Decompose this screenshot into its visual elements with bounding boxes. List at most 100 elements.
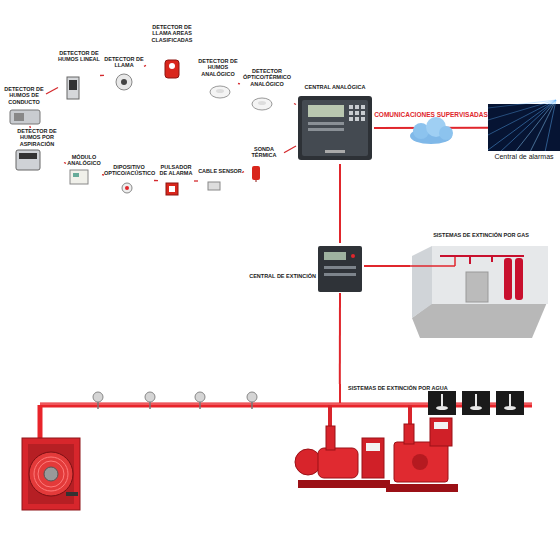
multi-detector-cap <box>258 101 266 105</box>
beam-detector-lens <box>69 80 77 90</box>
device-node: DETECTOR DE LLAMA <box>104 56 144 94</box>
sprinkler-photo <box>496 391 524 415</box>
gas-wire <box>454 256 456 266</box>
room-cabinet <box>466 272 488 302</box>
node-text: SISTEMAS DE EXTINCIÓN POR GAS <box>410 232 552 238</box>
sprinkler-photo-deflector <box>436 406 448 410</box>
node-text: DETECTOR DE LLAMA <box>104 56 144 69</box>
extinguishing-panel-display <box>324 252 346 260</box>
signal-line <box>339 164 341 243</box>
node-text: CENTRAL ANALÓGICA <box>296 84 374 90</box>
control-panel-display <box>308 105 344 117</box>
diesel-controller <box>430 418 452 446</box>
water-pipe <box>38 405 43 440</box>
water-pipe <box>40 403 532 408</box>
gas-cylinder <box>515 258 523 300</box>
key <box>361 117 365 121</box>
control-panel-strip <box>308 122 344 125</box>
light-ray <box>500 100 556 152</box>
loop-wire <box>46 88 58 95</box>
sprinkler <box>145 392 155 402</box>
control-panel-badge <box>325 150 345 153</box>
room-side-wall <box>412 246 432 318</box>
pump-base <box>386 484 458 492</box>
loop-wire <box>238 83 240 85</box>
loop-wire <box>294 104 296 105</box>
device-node: PULSADOR DE ALARMA <box>158 164 194 198</box>
node-text: DETECTOR DE HUMOS POR ASPIRACIÓN <box>10 128 64 147</box>
control-panel-strip <box>308 128 344 131</box>
sprinkler-stem <box>251 402 253 409</box>
light-ray <box>488 100 556 108</box>
room-back-wall <box>432 246 548 304</box>
loop-wire <box>100 75 104 76</box>
loop-wire <box>194 180 198 181</box>
extinguishing-panel-strip <box>324 273 356 276</box>
node-text: CABLE SENSOR <box>198 168 242 174</box>
key <box>349 105 353 109</box>
extinguishing-panel: CENTRAL DE EXTINCIÓN <box>244 243 364 293</box>
device-node: SONDA TÉRMICA <box>244 146 284 182</box>
hose-coil <box>38 461 64 487</box>
hose-hub <box>44 467 58 481</box>
device-node: DETECTOR ÓPTICO/TÉRMICO ANALÓGICO <box>240 68 294 112</box>
control-panel-face <box>302 100 368 156</box>
sprinkler-photo-head <box>441 394 443 406</box>
light-ray <box>488 100 556 135</box>
signal-line <box>364 265 410 267</box>
sprinkler-photo-head <box>475 394 477 406</box>
aspirating-detector <box>16 150 40 170</box>
call-point-glass <box>169 186 175 192</box>
device-node: DETECTOR DE HUMOS LINEAL <box>58 50 100 102</box>
pump-controller-screen <box>366 443 380 451</box>
sprinkler-stem <box>97 402 99 409</box>
ex-flame-detector <box>165 60 179 78</box>
node-text: SISTEMAS DE EXTINCIÓN POR AGUA <box>348 385 518 391</box>
ex-flame-detector-lens <box>169 63 175 69</box>
light-ray <box>545 100 556 152</box>
sprinkler-photo <box>428 391 456 415</box>
key <box>361 111 365 115</box>
light-ray <box>530 100 556 152</box>
device-node: CABLE SENSOR <box>198 168 242 194</box>
cloud <box>439 126 453 140</box>
pump-riser <box>404 424 414 444</box>
sprinkler-photo <box>462 391 490 415</box>
node-text: DIPOSITIVO OPTICO/ACÚSTICO <box>104 164 154 177</box>
loop-wire <box>64 162 66 164</box>
duct-detector-face <box>14 113 24 121</box>
loop-wire <box>284 146 296 153</box>
node-text: PULSADOR DE ALARMA <box>158 164 194 177</box>
sounder-beacon-light <box>125 186 129 190</box>
pump-pipe <box>408 405 412 425</box>
control-panel-body <box>298 96 372 160</box>
key <box>349 111 353 115</box>
diesel-engine <box>394 442 448 482</box>
light-ray <box>515 100 556 152</box>
sounder-beacon <box>122 183 132 193</box>
device-node: DETECTOR DE HUMOS ANALÓGICO <box>198 58 238 100</box>
hose-drum <box>29 452 73 496</box>
gas-wire <box>410 265 455 267</box>
loop-wire <box>242 171 244 173</box>
pump-motor <box>318 448 358 478</box>
key <box>355 117 359 121</box>
node-text: Central de alarmas <box>488 151 560 162</box>
sensor-cable <box>208 182 220 190</box>
extinguishing-panel-led <box>351 254 355 258</box>
smoke-detector <box>210 86 230 98</box>
gas-nozzle <box>469 256 471 264</box>
monitoring-center: Central de alarmas <box>488 104 560 162</box>
node-text: CENTRAL DE EXTINCIÓN <box>244 273 316 279</box>
device-node: DIPOSITIVO OPTICO/ACÚSTICO <box>104 164 154 196</box>
gas-pipe <box>440 255 524 257</box>
device-node: DETECTOR DE LLAMA AREAS CLASIFICADAS <box>146 24 198 84</box>
node-text: DETECTOR DE HUMOS DE CONDUCTO <box>2 86 46 105</box>
sprinkler-stem <box>149 402 151 409</box>
multi-detector <box>252 98 272 110</box>
light-ray <box>488 100 556 120</box>
water-system: SISTEMAS DE EXTINCIÓN POR AGUA <box>28 384 540 412</box>
diesel-flywheel <box>412 454 428 470</box>
signal-line <box>339 293 341 384</box>
